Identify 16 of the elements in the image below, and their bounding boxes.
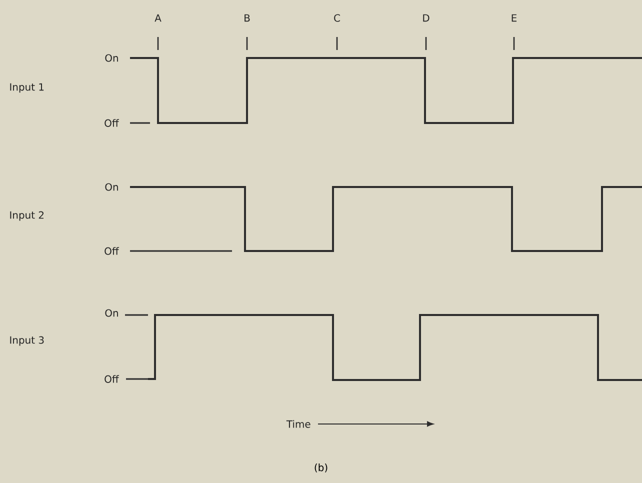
marker-letter: C (334, 14, 340, 22)
marker-letter: D (423, 14, 430, 22)
input-label: Input 3 (10, 336, 44, 346)
marker-letter: B (244, 14, 250, 22)
axis-label: Time (286, 420, 310, 428)
caption: (b) (314, 464, 328, 472)
input-label: Input 1 (10, 83, 44, 93)
level-label: On (105, 309, 118, 317)
level-label: Off (104, 247, 119, 255)
level-label: Off (104, 375, 119, 383)
input-label: Input 2 (10, 211, 44, 221)
level-label: Off (104, 119, 119, 127)
level-label: On (105, 183, 118, 191)
marker-letter: A (154, 14, 162, 22)
marker-letter: E (512, 14, 516, 22)
level-label: On (105, 54, 118, 62)
